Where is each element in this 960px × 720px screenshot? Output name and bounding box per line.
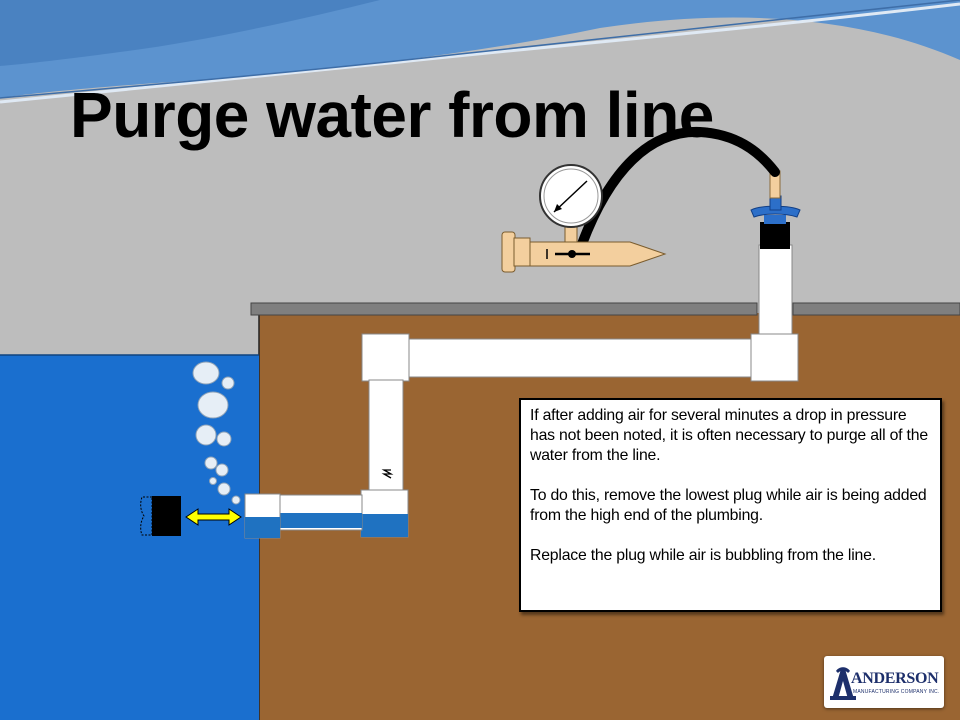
air-bubbles xyxy=(192,361,241,505)
air-bubble-icon xyxy=(192,361,220,385)
air-bubble-icon xyxy=(195,424,217,446)
note-paragraph: To do this, remove the lowest plug while… xyxy=(530,487,927,524)
pressure-gauge-icon xyxy=(501,164,667,273)
note-paragraph: Replace the plug while air is bubbling f… xyxy=(530,547,876,564)
instruction-note: If after adding air for several minutes … xyxy=(519,398,942,612)
deck-slab-right xyxy=(792,302,960,316)
vertical-riser-pipe xyxy=(758,244,793,338)
open-pipe-end-water xyxy=(245,517,280,538)
air-bubble-icon xyxy=(231,495,241,505)
air-hose-icon xyxy=(577,126,780,249)
top-plug xyxy=(760,222,790,249)
pipe-system xyxy=(244,244,799,539)
air-valve-icon xyxy=(750,170,801,249)
sky-swoosh-2 xyxy=(0,0,960,99)
logo-name: ANDERSON xyxy=(851,670,939,687)
anderson-logo-icon xyxy=(830,667,856,700)
sky-banner-light xyxy=(0,0,380,66)
squiggle-icon xyxy=(381,469,394,479)
sky-swoosh xyxy=(0,2,960,104)
vertical-down-pipe xyxy=(368,379,404,494)
lower-elbow-water xyxy=(361,514,408,537)
air-bubble-icon xyxy=(204,456,218,470)
air-bubble-icon xyxy=(215,463,229,477)
air-bubble-icon xyxy=(217,482,231,496)
double-arrow-icon xyxy=(185,508,242,526)
lower-pipe-water xyxy=(280,513,362,528)
deck-slab-left xyxy=(250,302,758,316)
upper-left-elbow xyxy=(361,333,410,382)
air-bubble-icon xyxy=(216,431,232,447)
logo-subtitle: MANUFACTURING COMPANY INC. xyxy=(853,689,940,695)
gauge-body xyxy=(529,241,667,267)
pipe-plug-icon xyxy=(140,496,185,536)
upper-right-elbow xyxy=(750,333,799,382)
gauge-knob xyxy=(501,231,516,273)
air-bubble-icon xyxy=(197,391,229,419)
air-bubble-icon xyxy=(209,477,217,485)
note-paragraph: If after adding air for several minutes … xyxy=(530,407,928,464)
air-bubble-icon xyxy=(221,376,235,390)
page-title: Purge water from line xyxy=(70,79,714,151)
horizontal-upper-pipe xyxy=(408,338,753,378)
anderson-logo: ANDERSON MANUFACTURING COMPANY INC. xyxy=(824,656,944,708)
